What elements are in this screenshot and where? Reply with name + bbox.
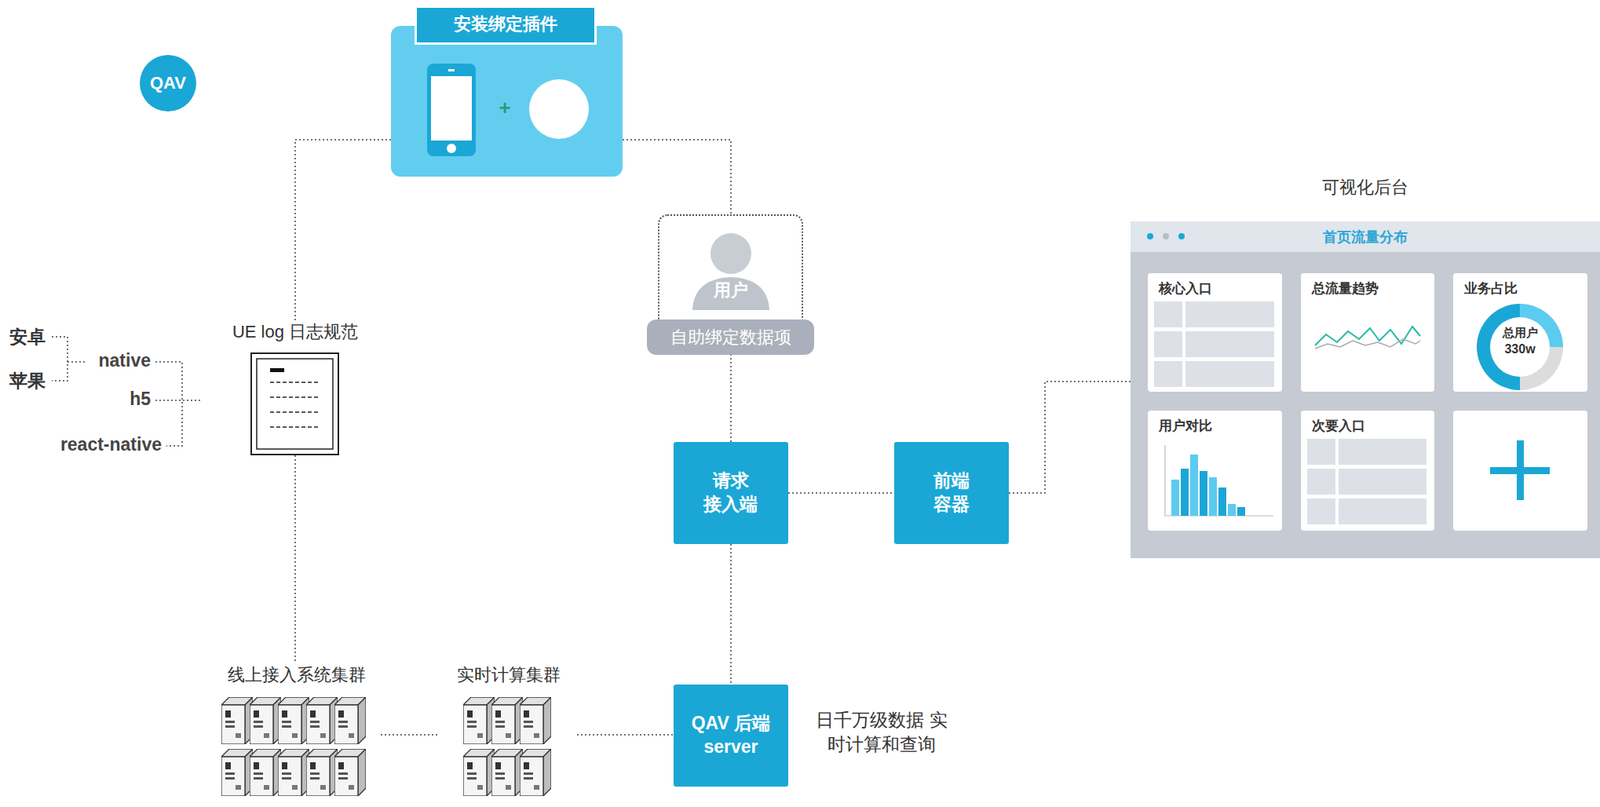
node-art <box>390 25 623 177</box>
node-title: 线上接入系统集群 <box>211 663 381 687</box>
dotted-connector <box>294 455 296 664</box>
dotted-connector <box>1008 381 1131 494</box>
node-title: 安装绑定插件 <box>414 7 597 45</box>
node-title: 次要入口 <box>1300 410 1435 435</box>
qav-badge: QAV <box>139 54 197 112</box>
node-title: 可视化后台 <box>1130 175 1600 200</box>
dashboard-card: 次要入口 <box>1300 410 1435 531</box>
dashboard-window: 可视化后台首页流量分布核心入口总流量趋势业务占比用户对比次要入口 <box>1130 221 1600 559</box>
user-box: 用户自助绑定数据项 <box>657 214 804 339</box>
dotted-connector <box>788 492 895 494</box>
dashboard-card: 用户对比 <box>1147 410 1283 531</box>
node-title: QAV 后端 server <box>686 712 777 760</box>
dotted-connector <box>730 544 732 685</box>
node-title: QAV <box>149 73 187 94</box>
node-title: 实时计算集群 <box>439 663 578 687</box>
dashboard-card: 核心入口 <box>1147 273 1283 392</box>
dotted-connector <box>622 139 731 215</box>
dotted-connector <box>380 734 440 736</box>
log-spec: UE log 日志规范 <box>208 320 382 456</box>
text-label: 日千万级数据 实时计算和查询 <box>807 708 957 757</box>
dashboard-card: 总流量趋势 <box>1300 273 1435 392</box>
node-title: 用户对比 <box>1147 410 1283 435</box>
node-title: 核心入口 <box>1147 273 1283 298</box>
dotted-connector <box>577 734 674 736</box>
text-label: 安卓 <box>9 325 46 350</box>
dotted-connector <box>295 139 391 321</box>
node-subtitle: 自助绑定数据项 <box>646 319 815 355</box>
dashboard-card: 业务占比 <box>1453 273 1588 392</box>
node-title: 请求 接入端 <box>702 469 759 517</box>
process-box: 请求 接入端 <box>673 442 789 545</box>
text-label: h5 <box>129 388 151 410</box>
node-title: 用户 <box>659 278 802 303</box>
text-label: 苹果 <box>9 368 46 394</box>
plugin-panel: 安装绑定插件QAV <box>390 25 623 177</box>
node-subtitle: 首页流量分布 <box>1130 227 1600 247</box>
text-label: react-native <box>60 434 162 456</box>
server-cluster: 实时计算集群 <box>439 663 578 801</box>
server-cluster: 线上接入系统集群 <box>211 663 381 801</box>
process-box: 前端 容器 <box>894 442 1009 545</box>
text-label: native <box>98 350 151 372</box>
node-title: 前端 容器 <box>923 469 979 517</box>
node-title: 总流量趋势 <box>1300 273 1435 298</box>
process-box: QAV 后端 server <box>673 684 789 787</box>
bracket-lines <box>51 336 203 446</box>
node-title: UE log 日志规范 <box>208 320 382 344</box>
node-title: 业务占比 <box>1453 273 1588 298</box>
